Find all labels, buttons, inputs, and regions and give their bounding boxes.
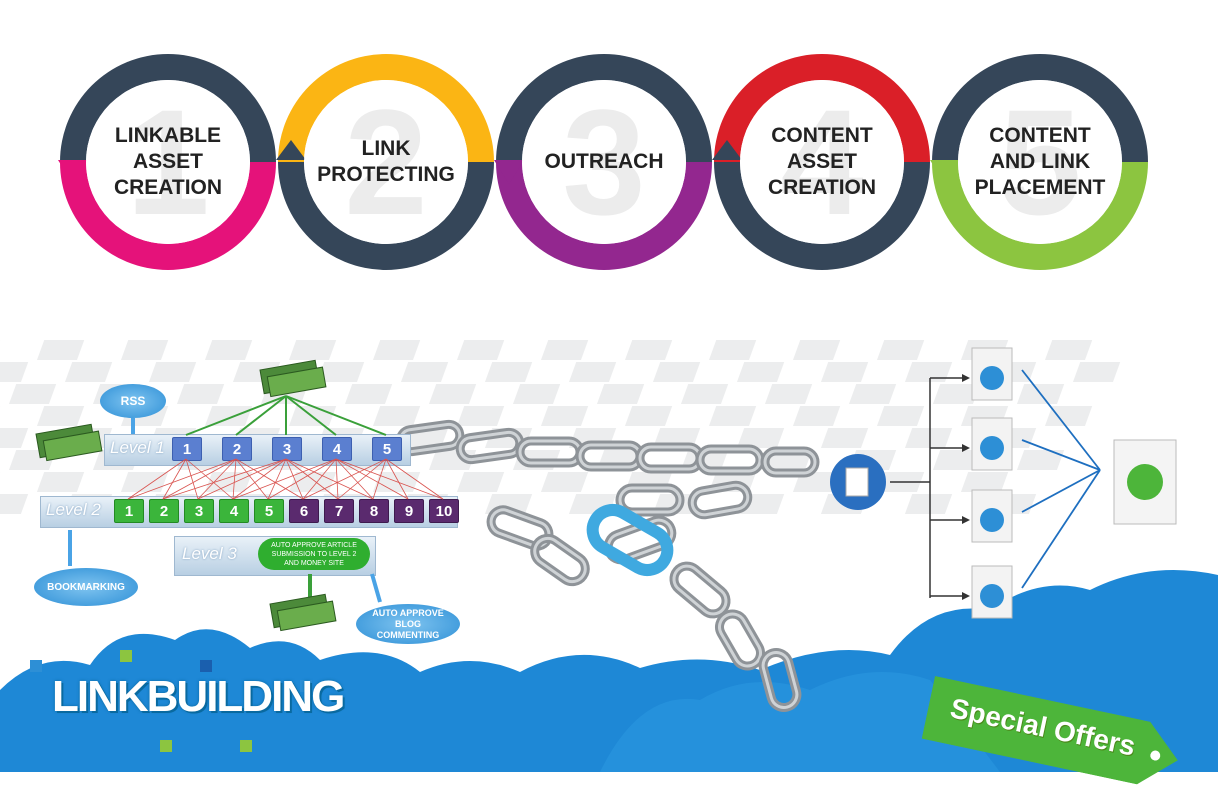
deco-square	[120, 650, 132, 662]
deco-square	[240, 740, 252, 752]
deco-square	[160, 740, 172, 752]
money-icon	[260, 360, 326, 396]
pyramid-connectors	[0, 0, 1218, 772]
money-icon	[36, 424, 102, 460]
money-icon	[270, 594, 336, 630]
deco-square	[200, 660, 212, 672]
deco-square	[30, 660, 42, 672]
linkbuilding-logo: LINKBUILDING	[52, 672, 343, 722]
